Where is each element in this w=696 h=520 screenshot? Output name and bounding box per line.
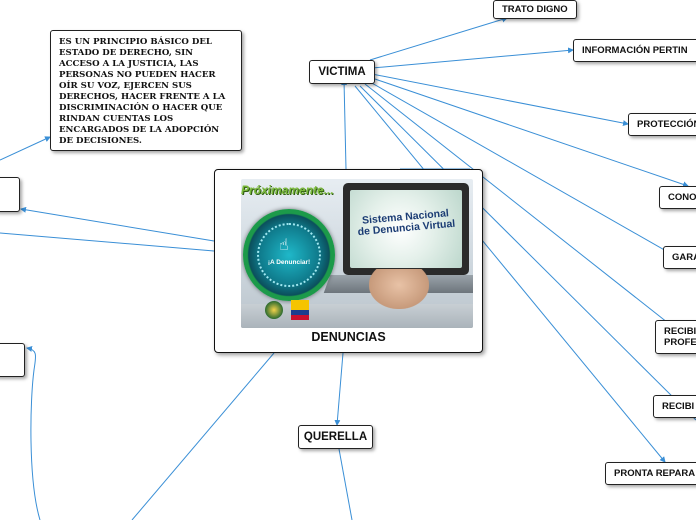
node-querella[interactable]: QUERELLA xyxy=(298,425,373,449)
banner-text: Próximamente... xyxy=(241,183,334,197)
link-denuncias-left2 xyxy=(0,232,215,252)
badge-label: ¡A Denunciar! xyxy=(267,259,311,266)
link-left-note xyxy=(0,136,51,161)
link-victima-pronta xyxy=(354,85,666,463)
node-trato-digno[interactable]: TRATO DIGNO xyxy=(493,0,577,19)
link-victima-gara xyxy=(369,81,696,269)
node-gara[interactable]: GARA xyxy=(663,246,696,269)
node-recibir-profesional-line1: RECIBI xyxy=(664,326,696,337)
left-node-bottom[interactable] xyxy=(0,343,25,377)
left-node-top[interactable] xyxy=(0,177,20,212)
colombia-logo-icon xyxy=(291,300,309,320)
link-victima-recibir-prof xyxy=(364,83,696,346)
hands-graphic xyxy=(369,269,429,309)
link-denuncias-victima xyxy=(341,79,348,170)
screen-text: Sistema Nacional de Denuncia Virtual xyxy=(357,207,456,239)
link-curve-left xyxy=(26,345,41,520)
link-denuncias-bottomleft xyxy=(131,352,275,520)
police-logo-icon xyxy=(265,301,283,319)
link-querella-down xyxy=(338,448,353,520)
denuncia-image: Sistema Nacional de Denuncia Virtual Pró… xyxy=(241,179,473,328)
denunciar-badge: ☝ ¡A Denunciar! xyxy=(243,209,335,301)
node-proteccion[interactable]: PROTECCIÓN xyxy=(628,113,696,136)
link-denuncias-left1 xyxy=(20,206,215,242)
node-informacion-pertinente[interactable]: INFORMACIÓN PERTIN xyxy=(573,39,696,62)
link-denuncias-querella xyxy=(334,352,344,426)
node-recibir-profesional-line2: PROFE xyxy=(664,337,696,348)
node-pronta-reparacion[interactable]: PRONTA REPARA xyxy=(605,462,696,485)
link-victima-cono xyxy=(371,77,689,188)
central-title: DENUNCIAS xyxy=(311,330,386,344)
link-victima-trato xyxy=(369,16,508,61)
node-cono[interactable]: CONO xyxy=(659,186,696,209)
link-victima-recibir xyxy=(359,85,696,421)
note-access-justice[interactable]: ES UN PRINCIPIO BÁSICO DEL ESTADO DE DER… xyxy=(50,30,242,151)
link-victima-informacion xyxy=(371,47,574,69)
laptop-screen: Sistema Nacional de Denuncia Virtual xyxy=(343,183,469,275)
node-recibir[interactable]: RECIBI xyxy=(653,395,696,418)
link-victima-proteccion xyxy=(371,73,629,126)
node-victima[interactable]: VICTIMA xyxy=(309,60,375,84)
central-node-denuncias[interactable]: Sistema Nacional de Denuncia Virtual Pró… xyxy=(214,169,483,353)
pointer-hand-icon: ☝ xyxy=(279,237,289,254)
node-recibir-profesional[interactable]: RECIBI PROFE xyxy=(655,320,696,354)
